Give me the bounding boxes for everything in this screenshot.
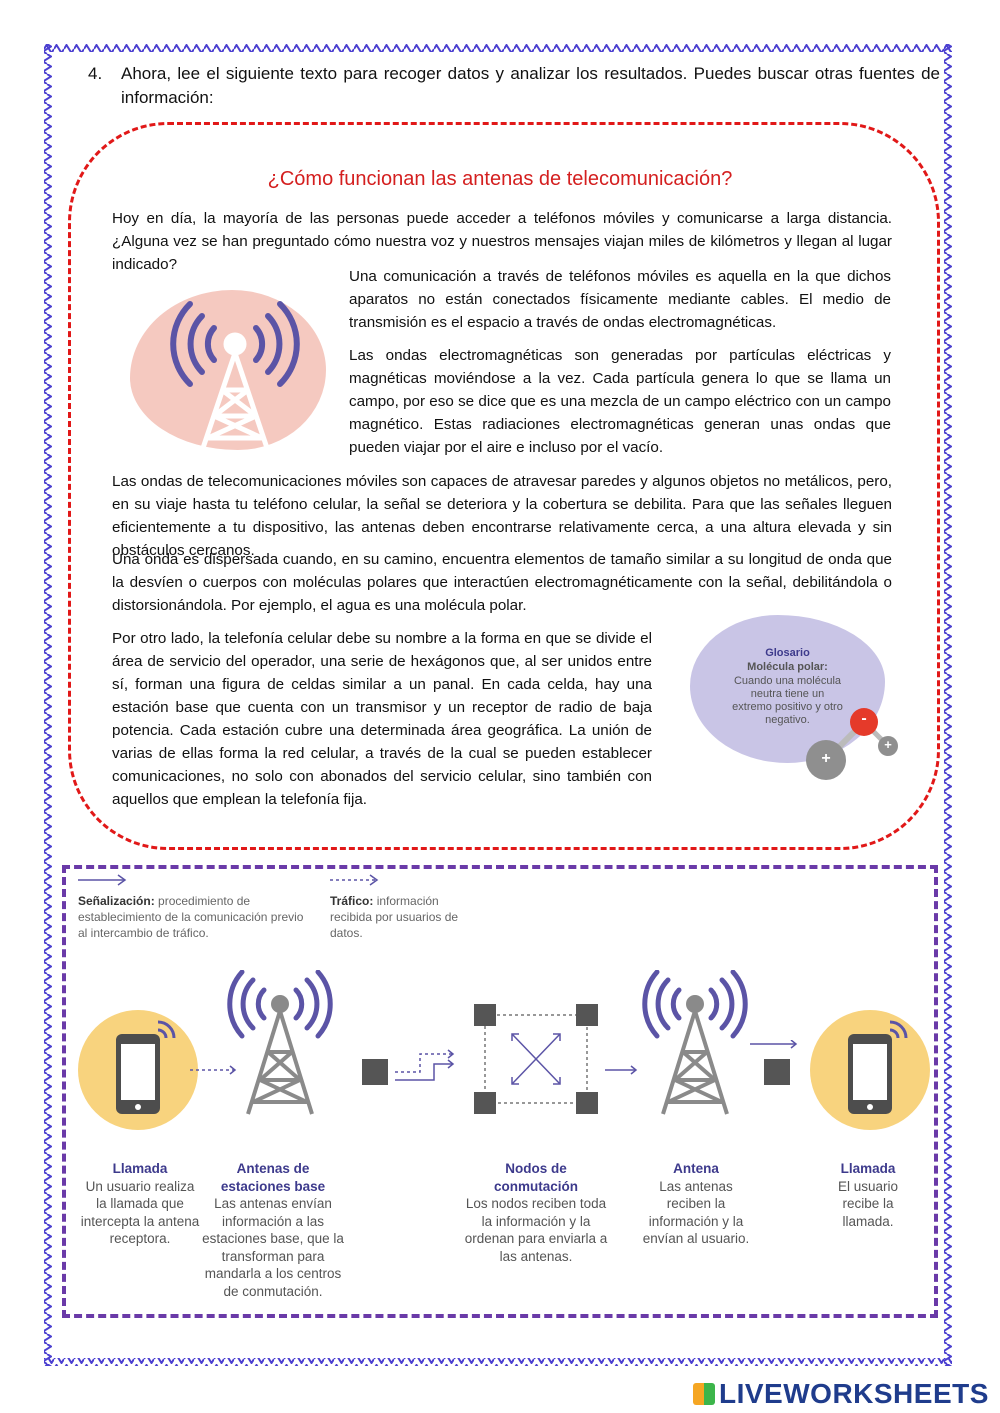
step-caller-text: Un usuario realiza la llamada que interc… <box>80 1178 200 1247</box>
reading-box <box>68 122 940 850</box>
step-antenna-title: Antena <box>673 1161 719 1176</box>
switching-nodes-icon <box>474 1004 598 1114</box>
step-base-stations: Antenas de estaciones base Las antenas e… <box>200 1160 346 1300</box>
glossary-heading: Glosario <box>765 647 810 659</box>
step-base-stations-title: Antenas de estaciones base <box>220 1161 326 1194</box>
antenna-tower-icon <box>170 301 300 449</box>
caller-phone-icon <box>116 1020 176 1114</box>
step-base-stations-text: Las antenas envían información a las est… <box>202 1196 344 1299</box>
article-paragraph-3: Las ondas de telecomunicaciones móviles … <box>112 473 892 559</box>
logo-text: LIVEWORKSHEETS <box>719 1378 989 1409</box>
liveworksheets-logo[interactable]: LIVEWORKSHEETS <box>693 1378 989 1410</box>
step-receiver-title: Llamada <box>840 1161 896 1176</box>
legend-traffic-term: Tráfico: <box>330 894 374 908</box>
data-packet-block-2 <box>764 1059 790 1085</box>
water-molecule-icon <box>806 708 898 780</box>
glossary-bubble: Glosario Molécula polar: Cuando una molé… <box>690 615 885 763</box>
step-switching-nodes: Nodos de conmutación Los nodos reciben t… <box>462 1160 610 1265</box>
question-text: Ahora, lee el siguiente texto para recog… <box>121 64 940 107</box>
data-packet-block-1 <box>362 1059 388 1085</box>
article-title: ¿Cómo funcionan las antenas de telecomun… <box>267 168 733 190</box>
step-caller: Llamada Un usuario realiza la llamada qu… <box>80 1160 200 1248</box>
article-paragraph-2: Las ondas electromagnéticas son generada… <box>349 347 891 456</box>
glossary-definition: Cuando una molécula neutra tiene un extr… <box>732 675 843 726</box>
zigzag-page-border <box>44 44 952 1366</box>
legend-signaling-term: Señalización: <box>78 894 155 908</box>
step-antenna-text: Las antenas reciben la información y la … <box>642 1178 750 1247</box>
question-number: 4. <box>88 64 103 83</box>
legend-traffic-text: información recibida por usuarios de dat… <box>330 894 459 940</box>
glossary-term: Molécula polar: <box>747 661 828 673</box>
article-paragraph-5: Por otro lado, la telefonía celular debe… <box>112 630 652 808</box>
atom-negative-label: - <box>861 710 867 727</box>
atom-positive-label-1: + <box>821 750 831 767</box>
signaling-arrow-icon <box>78 874 127 886</box>
base-station-antenna-icon <box>227 970 333 1115</box>
step-switching-nodes-text: Los nodos reciben toda la información y … <box>464 1196 608 1264</box>
article-intro: Hoy en día, la mayoría de las personas p… <box>112 210 892 273</box>
atom-positive-label-2: + <box>884 737 892 752</box>
step-antenna: Antena Las antenas reciben la informació… <box>640 1160 752 1248</box>
step-caller-title: Llamada <box>112 1161 168 1176</box>
legend-traffic: Tráfico: información recibida por usuari… <box>330 893 470 941</box>
article-paragraph-4: Una onda es dispersada cuando, en su cam… <box>112 551 892 614</box>
legend-signaling: Señalización: procedimiento de estableci… <box>78 893 308 941</box>
legend-signaling-text: procedimiento de establecimiento de la c… <box>78 894 304 940</box>
receiver-phone-icon <box>848 1020 908 1114</box>
flow-arrows <box>190 1040 798 1081</box>
liveworksheets-logo-icon <box>693 1383 715 1405</box>
step-switching-nodes-title: Nodos de conmutación <box>493 1161 578 1194</box>
receiving-antenna-icon <box>642 970 748 1115</box>
step-receiver-text: El usuario recibe la llamada. <box>837 1178 899 1229</box>
communication-diagram <box>62 865 938 1318</box>
traffic-arrow-icon <box>330 874 379 886</box>
article-paragraph-1: Una comunicación a través de teléfonos m… <box>349 268 891 331</box>
step-receiver: Llamada El usuario recibe la llamada. <box>820 1160 916 1230</box>
